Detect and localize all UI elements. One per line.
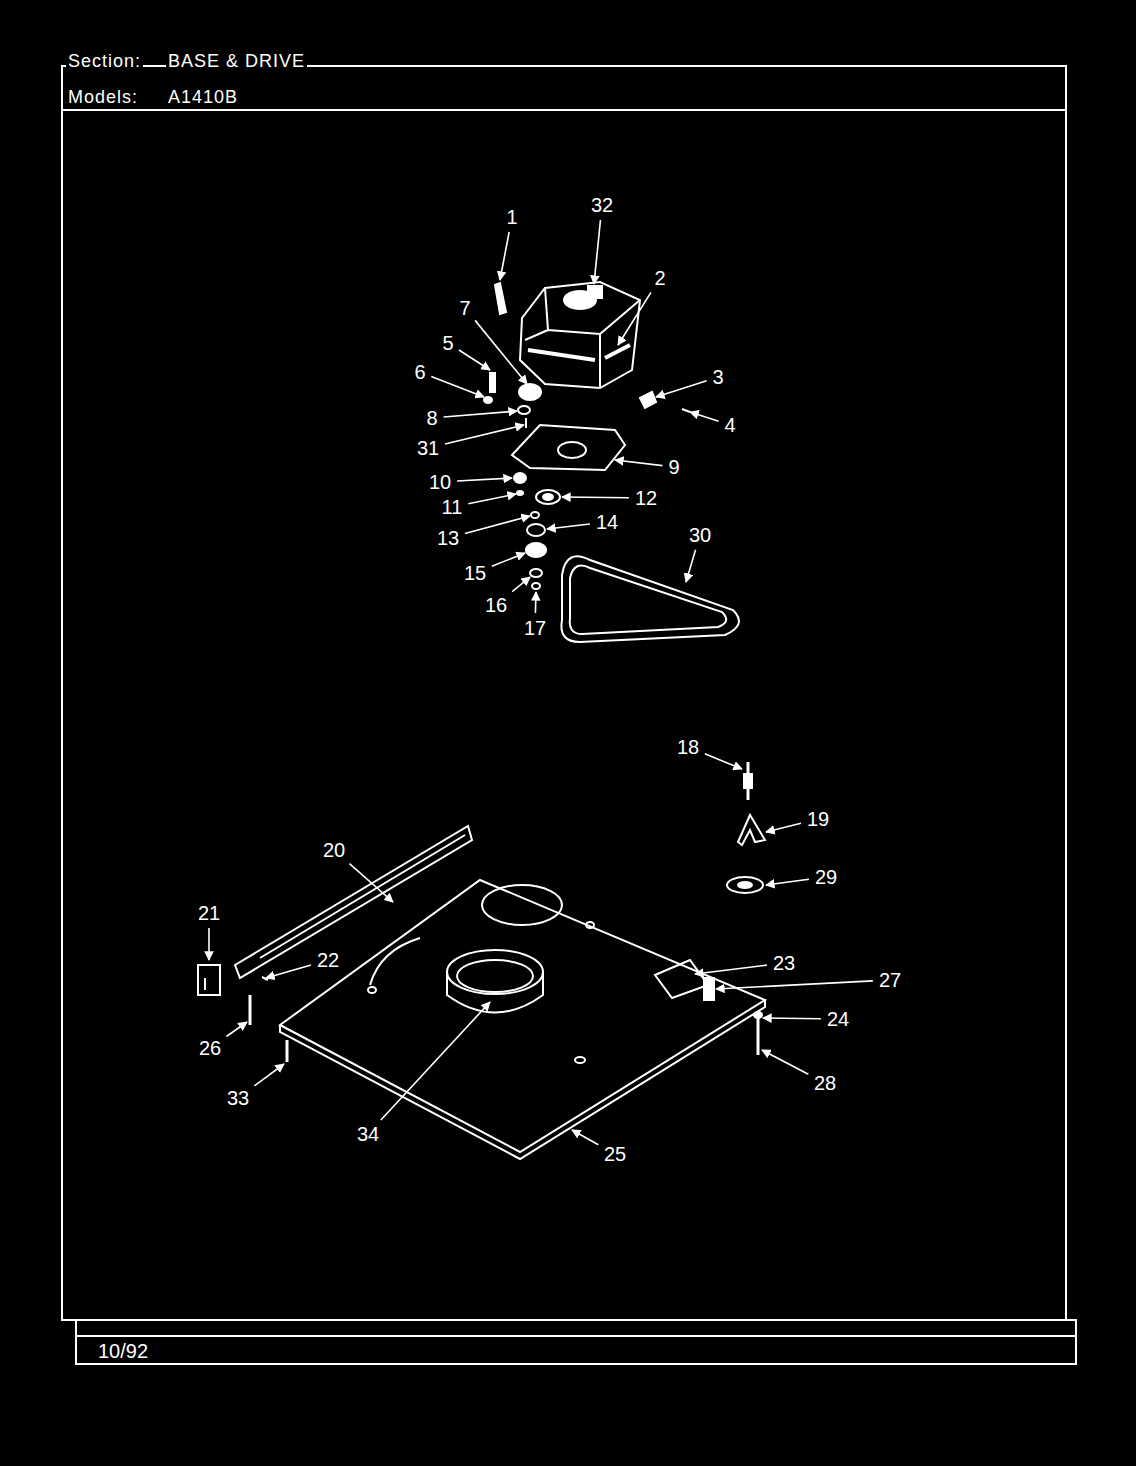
callout-number: 23 bbox=[771, 952, 797, 974]
leader-line bbox=[208, 928, 210, 960]
callout-number: 13 bbox=[435, 527, 461, 549]
leader-line bbox=[594, 220, 600, 284]
leader-line bbox=[349, 864, 393, 902]
callout-number: 11 bbox=[440, 496, 465, 518]
leader-line bbox=[695, 965, 767, 974]
callout-number: 25 bbox=[602, 1143, 628, 1165]
footer-rule bbox=[76, 1335, 1076, 1337]
leader-line bbox=[535, 592, 537, 613]
callout-number: 1 bbox=[504, 206, 519, 228]
leader-line bbox=[766, 823, 801, 832]
header-text: A1410B bbox=[166, 88, 240, 108]
leader-line bbox=[444, 411, 517, 417]
callout-number: 6 bbox=[412, 361, 427, 383]
leader-line bbox=[716, 981, 873, 989]
motor bbox=[484, 282, 690, 428]
leader-line bbox=[254, 1064, 284, 1086]
leader-line bbox=[492, 553, 525, 566]
callout-number: 9 bbox=[666, 456, 681, 478]
callout-number: 32 bbox=[589, 194, 615, 216]
leader-line bbox=[500, 232, 509, 280]
leader-line bbox=[615, 460, 662, 466]
callout-number: 21 bbox=[196, 902, 222, 924]
callout-number: 20 bbox=[321, 839, 347, 861]
callout-number: 34 bbox=[355, 1123, 381, 1145]
leader-line bbox=[763, 1017, 821, 1019]
callout-number: 27 bbox=[877, 969, 903, 991]
callout-number: 15 bbox=[462, 562, 488, 584]
callout-number: 33 bbox=[225, 1087, 251, 1109]
frame bbox=[62, 66, 1066, 1320]
callout-number: 2 bbox=[652, 267, 667, 289]
leader-line bbox=[572, 1130, 598, 1145]
leader-line bbox=[475, 320, 527, 384]
leader-line bbox=[656, 381, 707, 397]
header-text: 10/92 bbox=[96, 1340, 150, 1362]
leader-line bbox=[381, 1002, 490, 1120]
leader-line bbox=[266, 965, 311, 978]
header-text: Section: bbox=[66, 52, 143, 72]
callout-number: 3 bbox=[710, 366, 725, 388]
frame-rule bbox=[62, 109, 1066, 111]
callout-number: 30 bbox=[687, 524, 713, 546]
callout-number: 7 bbox=[457, 297, 472, 319]
leader-line bbox=[686, 550, 696, 582]
leader-line bbox=[562, 496, 629, 498]
pulley-plate bbox=[512, 425, 625, 589]
footer-frame bbox=[76, 1320, 1076, 1364]
leader-line bbox=[690, 412, 719, 421]
callout-number: 16 bbox=[483, 594, 509, 616]
header-text: BASE & DRIVE bbox=[166, 52, 307, 72]
header-text: Models: bbox=[66, 88, 140, 108]
leader-line bbox=[457, 478, 512, 481]
callout-number: 19 bbox=[805, 808, 831, 830]
leader-line bbox=[431, 376, 484, 397]
callout-number: 28 bbox=[812, 1072, 838, 1094]
callout-number: 31 bbox=[415, 437, 441, 459]
callout-number: 29 bbox=[813, 866, 839, 888]
callout-number: 8 bbox=[424, 407, 439, 429]
callout-number: 4 bbox=[722, 414, 737, 436]
leader-line bbox=[618, 292, 651, 345]
belt bbox=[561, 556, 739, 642]
leader-line bbox=[547, 524, 590, 529]
base-parts bbox=[198, 762, 765, 1025]
callout-number: 5 bbox=[440, 332, 455, 354]
callout-number: 12 bbox=[633, 487, 659, 509]
callout-number: 18 bbox=[675, 736, 701, 758]
leader-line bbox=[459, 350, 490, 370]
base-plate bbox=[280, 880, 765, 1159]
leader-line bbox=[762, 1050, 808, 1074]
leader-line bbox=[445, 425, 524, 444]
callout-number: 14 bbox=[594, 511, 620, 533]
callout-number: 26 bbox=[197, 1037, 223, 1059]
callout-number: 10 bbox=[427, 471, 453, 493]
leader-line bbox=[226, 1022, 247, 1036]
leader-line bbox=[512, 577, 530, 592]
callout-number: 24 bbox=[825, 1008, 851, 1030]
leader-line bbox=[766, 879, 809, 885]
callout-number: 17 bbox=[522, 617, 548, 639]
leader-line bbox=[705, 754, 742, 769]
callout-number: 22 bbox=[315, 949, 341, 971]
leader-line bbox=[468, 494, 516, 504]
leader-line bbox=[465, 516, 530, 533]
